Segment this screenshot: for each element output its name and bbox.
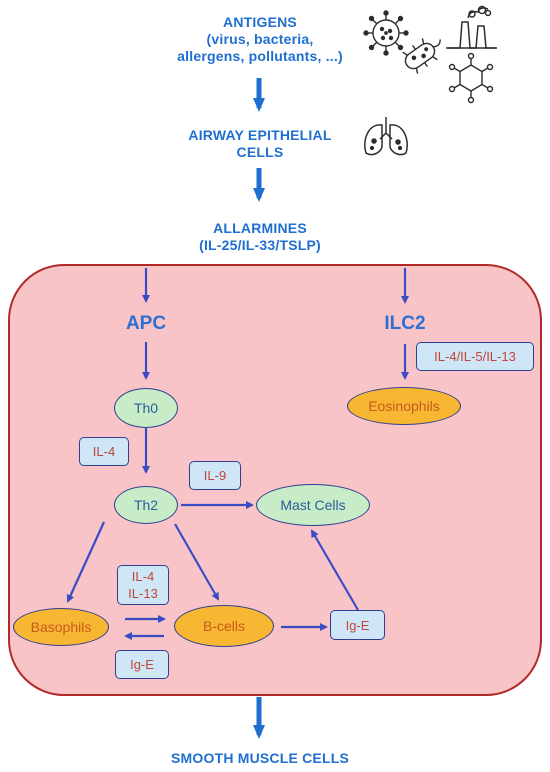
eosinophils-node: Eosinophils [347,387,461,425]
ige-right-text: Ig-E [345,617,370,633]
b-cells-node: B-cells [174,605,274,647]
arrow-th2-to-basophils [66,521,106,603]
ige-bottom-box: Ig-E [115,650,169,679]
il4-box: IL-4 [79,437,129,466]
ige-bottom-text: Ig-E [130,657,154,672]
il4-b-text: IL-4 [131,569,155,584]
il13-text: IL-13 [128,586,158,601]
il9-box: IL-9 [189,461,241,490]
ilc2-cytokines-box: IL-4/IL-5/IL-13 [416,342,534,371]
th0-node: Th0 [114,388,178,428]
smooth-muscle-label: SMOOTH MUSCLE CELLS [170,750,350,766]
il4-text: IL-4 [92,444,116,459]
mast-cells-node: Mast Cells [256,484,370,526]
basophils-node: Basophils [13,608,109,646]
antigens-examples-line1: (virus, bacteria, [206,31,314,47]
virus-icon [363,10,409,56]
arrow-th2-to-b-cells [174,523,219,601]
lungs-icon [364,117,408,156]
molecule-icon [448,52,494,104]
allarmines-label: ALLARMINES (IL-25/IL-33/TSLP) [160,220,360,254]
ilc2-cytokines-text: IL-4/IL-5/IL-13 [434,349,516,364]
allarmines-line2: (IL-25/IL-33/TSLP) [199,237,321,253]
antigens-label: ANTIGENS (virus, bacteria, allergens, po… [150,14,370,65]
il9-text: IL-9 [203,468,227,483]
antigens-title: ANTIGENS [223,14,297,30]
bacteria-icon [402,38,441,74]
il4-il13-box: IL-4 IL-13 [117,565,169,605]
ige-right-box: Ig-E [330,610,385,640]
th2-node: Th2 [114,486,178,524]
antigens-examples-line2: allergens, pollutants, ...) [177,48,343,64]
epithelial-line1: AIRWAY EPITHELIAL [188,127,332,143]
ilc2-label: ILC2 [384,313,426,334]
epithelial-label: AIRWAY EPITHELIAL CELLS [160,127,360,161]
apc-label: APC [125,313,167,334]
epithelial-line2: CELLS [236,144,284,160]
factory-icon [446,5,497,49]
arrow-ige-to-mast-cells [310,529,359,611]
allarmines-line1: ALLARMINES [213,220,307,236]
